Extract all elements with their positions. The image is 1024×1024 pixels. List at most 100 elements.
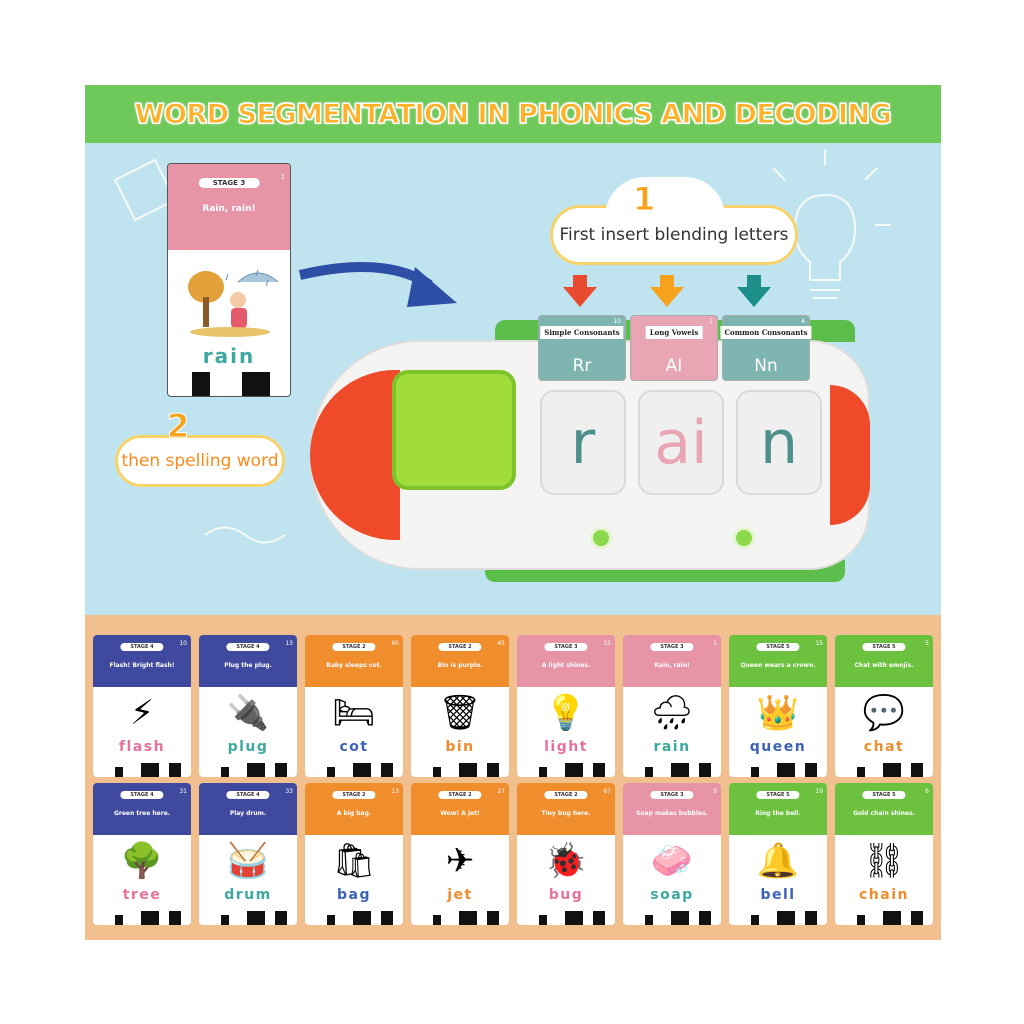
code-bar xyxy=(242,372,270,396)
chat-icon: 💬 xyxy=(862,693,906,733)
stage-label: STAGE 5 xyxy=(756,791,800,799)
card-word-text: light xyxy=(544,739,588,755)
code-bar xyxy=(275,911,287,925)
device-green-button[interactable] xyxy=(392,370,516,490)
step2-number: 2 xyxy=(166,407,190,446)
card-word: soap xyxy=(623,887,721,903)
card-word-text: bell xyxy=(760,887,796,903)
card-sentence: Flash! Bright flash! xyxy=(109,662,175,669)
code-bar xyxy=(699,911,711,925)
card-word-text: bug xyxy=(548,887,584,903)
letter-slot-2: ai xyxy=(638,390,724,495)
card-word: chat xyxy=(835,739,933,755)
code-bar xyxy=(777,911,795,925)
card-word-text: chain xyxy=(859,887,909,903)
bag-icon: 🛍 xyxy=(332,841,376,881)
card-barcode xyxy=(623,911,721,925)
jet-icon: ✈ xyxy=(445,841,475,881)
stage-label: STAGE 2 xyxy=(438,791,482,799)
code-bar xyxy=(487,911,499,925)
card-number: 10 xyxy=(179,640,187,647)
girl-in-rain-icon: 🌧 xyxy=(650,693,694,733)
inserted-card-letter: Rr xyxy=(572,356,592,376)
code-bar xyxy=(911,763,923,777)
stage-label: STAGE 4 xyxy=(226,791,270,799)
card-word-text: jet xyxy=(447,887,473,903)
card-barcode xyxy=(305,763,403,777)
tree-icon: 🌳 xyxy=(120,841,164,881)
letter-slot-3: n xyxy=(736,390,822,495)
code-bar xyxy=(381,911,393,925)
card-word: bag xyxy=(305,887,403,903)
stage-label: STAGE 4 xyxy=(120,791,164,799)
card-barcode xyxy=(93,763,191,777)
queen-icon: 👑 xyxy=(756,693,800,733)
code-bar xyxy=(327,915,335,925)
card-word-text: bag xyxy=(337,887,371,903)
arrow-head xyxy=(407,267,457,307)
code-bar xyxy=(777,763,795,777)
ladybug-icon: 🐞 xyxy=(544,841,588,881)
code-bar xyxy=(141,911,159,925)
stage-label: STAGE 4 xyxy=(120,643,164,651)
arrow-curve xyxy=(298,262,433,290)
card-number: 27 xyxy=(497,788,505,795)
code-bar xyxy=(221,915,229,925)
code-bar xyxy=(645,915,653,925)
code-bar xyxy=(459,763,477,777)
device-right-button[interactable] xyxy=(733,527,755,549)
code-bar xyxy=(805,911,817,925)
code-bar xyxy=(459,911,477,925)
code-bar xyxy=(141,763,159,777)
card-barcode xyxy=(623,763,721,777)
code-bar xyxy=(539,915,547,925)
banner-title: WORD SEGMENTATION IN PHONICS AND DECODIN… xyxy=(134,98,892,130)
code-bar xyxy=(805,763,817,777)
code-bar xyxy=(911,911,923,925)
card-sentence: Chat with emojis. xyxy=(854,662,914,669)
stage-label: STAGE 4 xyxy=(226,643,270,651)
inserted-card-number: 10 xyxy=(613,318,621,325)
card-barcode xyxy=(729,763,827,777)
card-number: 15 xyxy=(603,640,611,647)
inserted-card-letter: Nn xyxy=(754,356,778,376)
crib-icon: 🛏 xyxy=(332,693,376,733)
code-bar xyxy=(433,915,441,925)
card-sentence: Tiny bug here. xyxy=(541,810,591,817)
card-word: rain xyxy=(623,739,721,755)
code-bar xyxy=(115,767,123,777)
device-left-button[interactable] xyxy=(590,527,612,549)
card-sentence: Green tree here. xyxy=(113,810,171,817)
code-bar xyxy=(699,763,711,777)
red-arrow-icon xyxy=(563,287,597,307)
card-barcode xyxy=(199,911,297,925)
card-barcode xyxy=(517,911,615,925)
card-word-text: drum xyxy=(224,887,272,903)
code-bar xyxy=(247,911,265,925)
trash-bin-icon: 🗑 xyxy=(438,693,482,733)
card-barcode xyxy=(305,911,403,925)
card-sentence: A big bag. xyxy=(336,810,372,817)
card-sentence: Rain, rain! xyxy=(654,662,690,669)
stage-label: STAGE 2 xyxy=(438,643,482,651)
card-sentence: Gold chain shines. xyxy=(853,810,915,817)
card-sentence: Plug the plug. xyxy=(224,662,272,669)
card-word-text: rain xyxy=(653,739,691,755)
hero-barcode xyxy=(168,372,290,396)
step2-text: then spelling word xyxy=(121,451,279,471)
card-sentence: Bin is purple. xyxy=(437,662,483,669)
device-tail xyxy=(830,385,870,525)
card-sentence: Soap makes bubbles. xyxy=(636,810,708,817)
card-number: 45 xyxy=(497,640,505,647)
